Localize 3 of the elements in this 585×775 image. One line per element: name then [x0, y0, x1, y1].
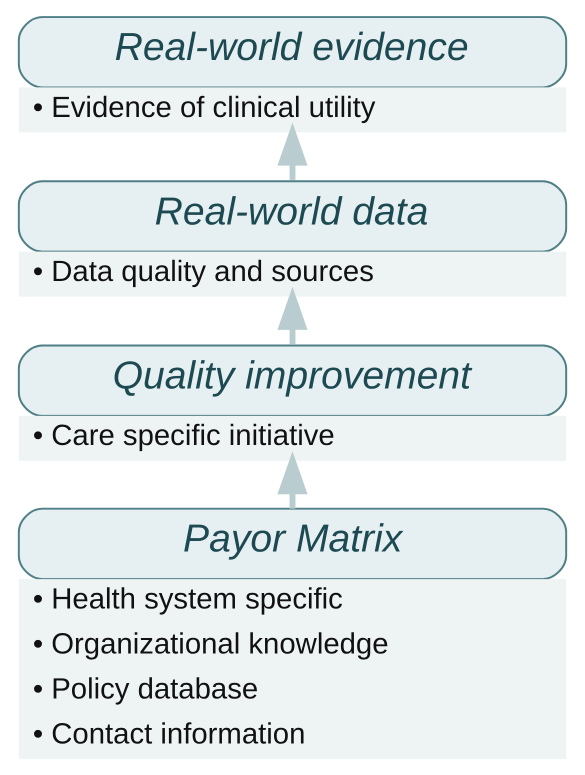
arrow	[277, 286, 308, 344]
arrow	[277, 122, 308, 180]
arrow	[277, 451, 308, 509]
